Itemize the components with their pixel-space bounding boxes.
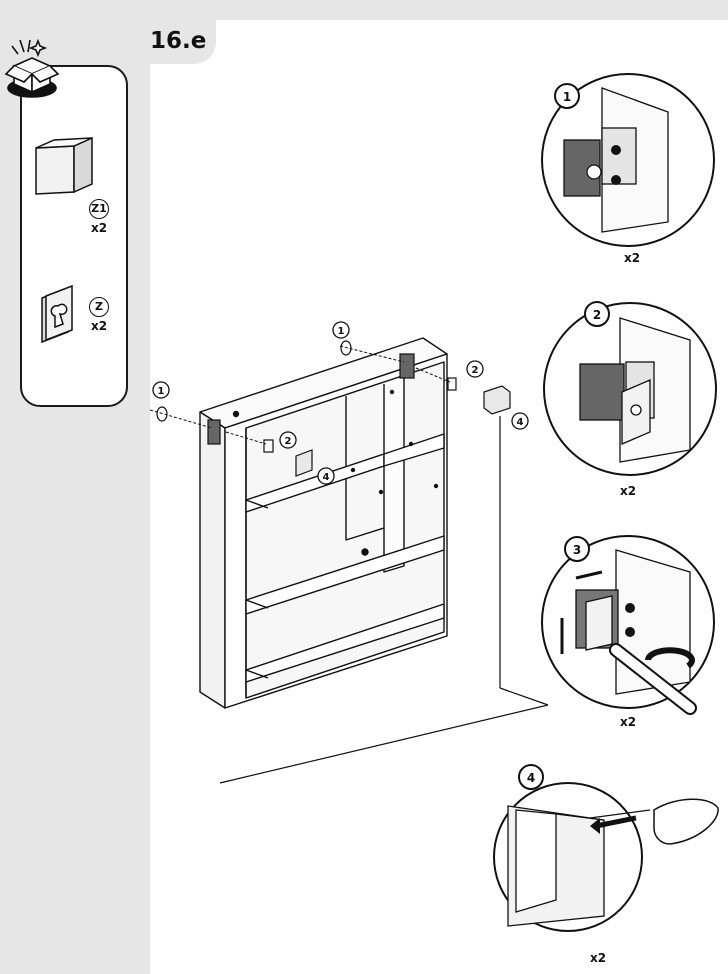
parts-panel: Z1 x2 Z x2 — [20, 65, 128, 407]
detail-1-number: 1 — [563, 90, 571, 104]
fastener-parts — [156, 340, 511, 477]
part-code-z1: Z1 — [89, 199, 109, 219]
callout-2-left: 2 — [279, 431, 297, 449]
detail-1-qty: x2 — [624, 251, 640, 265]
part-qty-z1: x2 — [90, 221, 108, 235]
callout-4-right: 4 — [511, 412, 529, 430]
callout-2-right: 2 — [466, 360, 484, 378]
svg-text:4: 4 — [517, 417, 524, 428]
callout-1-right: 1 — [332, 321, 350, 339]
wall-lines — [219, 416, 549, 784]
detail-2-qty: x2 — [620, 484, 636, 498]
detail-2-number: 2 — [593, 308, 601, 322]
detail-view-3: 3 x2 — [541, 535, 715, 729]
part-code-z: Z — [89, 297, 109, 317]
svg-text:2: 2 — [285, 436, 292, 447]
shelf-cabinet — [199, 337, 448, 709]
detail-3-qty: x2 — [620, 715, 636, 729]
callout-1-left: 1 — [152, 381, 170, 399]
detail-view-2: 2 x2 — [543, 301, 717, 498]
callout-4-left: 4 — [317, 467, 335, 485]
keyhole-hanger-icon — [41, 284, 73, 344]
corner-bracket-icon — [35, 136, 93, 195]
detail-4-number: 4 — [527, 771, 535, 785]
svg-text:2: 2 — [472, 365, 479, 376]
svg-text:1: 1 — [338, 326, 345, 337]
detail-3-number: 3 — [573, 543, 581, 557]
open-box-icon — [4, 38, 60, 98]
svg-text:4: 4 — [323, 472, 330, 483]
svg-text:1: 1 — [158, 386, 165, 397]
step-number: 16.e — [150, 28, 207, 54]
cabinet-hangers — [207, 353, 457, 453]
detail-4-qty: x2 — [590, 951, 606, 965]
detail-view-4: 4 x2 — [493, 764, 719, 965]
detail-view-1: 1 x2 — [541, 73, 715, 265]
assembly-guides — [149, 345, 451, 445]
part-qty-z: x2 — [90, 319, 108, 333]
step-tab — [140, 20, 216, 64]
